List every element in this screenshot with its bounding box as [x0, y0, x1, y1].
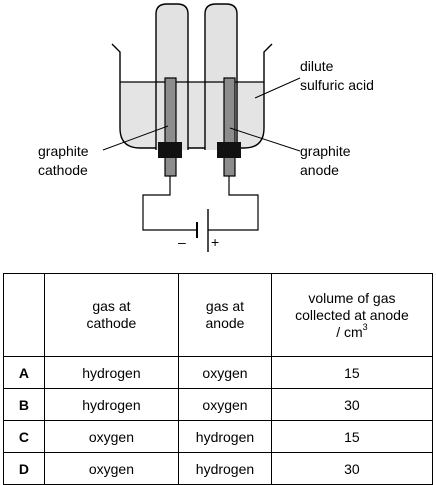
- table-header-row: gas at cathode gas at anode volume of ga…: [3, 273, 434, 357]
- cathode-label-line-1: graphite: [38, 143, 89, 159]
- anode-label-line-1: graphite: [300, 143, 351, 159]
- header-key: [3, 273, 45, 357]
- table-row[interactable]: A hydrogen oxygen 15: [3, 356, 434, 389]
- volume-cell: 30: [270, 388, 434, 421]
- cathode-label: graphite cathode: [38, 142, 89, 180]
- table-row[interactable]: C oxygen hydrogen 15: [3, 420, 434, 453]
- anode-stopper: [217, 142, 241, 158]
- anode-gas-cell: oxygen: [178, 356, 272, 389]
- anode-gas-cell: hydrogen: [178, 420, 272, 453]
- acid-label: dilute sulfuric acid: [300, 57, 374, 95]
- option-key: D: [3, 452, 45, 485]
- anode-label-line-2: anode: [300, 162, 339, 178]
- volume-cell: 15: [270, 420, 434, 453]
- electrolysis-apparatus: – +: [102, 3, 301, 252]
- acid-label-line-2: sulfuric acid: [300, 77, 374, 93]
- anode-gas-cell: hydrogen: [178, 452, 272, 485]
- cathode-stopper: [158, 142, 182, 158]
- acid-solution: [120, 82, 264, 148]
- answer-options-table: gas at cathode gas at anode volume of ga…: [3, 273, 434, 485]
- table-row[interactable]: D oxygen hydrogen 30: [3, 452, 434, 485]
- cathode-gas-cell: hydrogen: [43, 388, 180, 421]
- acid-label-line-1: dilute: [300, 58, 334, 74]
- header-cathode-gas: gas at cathode: [43, 273, 180, 357]
- anode-gas-cell: oxygen: [178, 388, 272, 421]
- header-anode-gas: gas at anode: [178, 273, 272, 357]
- anode-label: graphite anode: [300, 142, 351, 180]
- cathode-gas-cell: oxygen: [43, 420, 180, 453]
- negative-terminal-label: –: [178, 234, 186, 250]
- anode-electrode: [223, 77, 236, 177]
- volume-cell: 15: [270, 356, 434, 389]
- option-key: C: [3, 420, 45, 453]
- volume-cell: 30: [270, 452, 434, 485]
- option-key: B: [3, 388, 45, 421]
- beaker: [111, 43, 273, 149]
- cathode-label-line-2: cathode: [38, 162, 88, 178]
- cathode-gas-cell: hydrogen: [43, 356, 180, 389]
- cathode-gas-cell: oxygen: [43, 452, 180, 485]
- option-key: A: [3, 356, 45, 389]
- positive-terminal-label: +: [211, 234, 219, 250]
- header-volume: volume of gas collected at anode / cm3: [270, 273, 434, 357]
- cathode-tube: [155, 3, 189, 150]
- circuit-wire: [142, 176, 259, 231]
- table-row[interactable]: B hydrogen oxygen 30: [3, 388, 434, 421]
